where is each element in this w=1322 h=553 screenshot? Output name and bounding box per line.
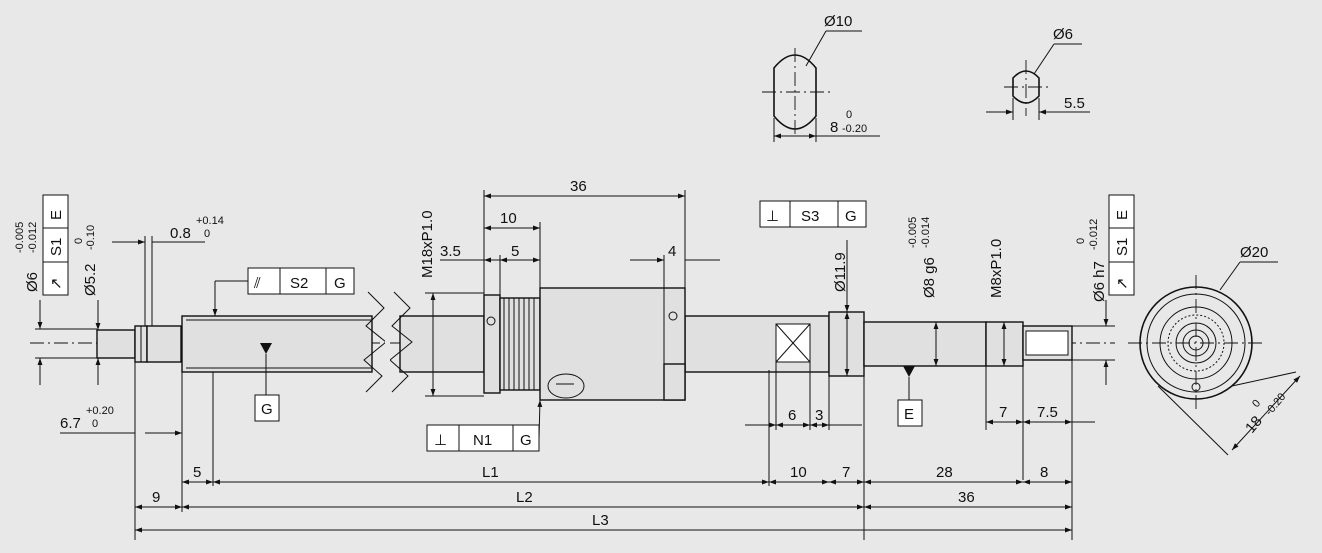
shaft-fcf-frame bbox=[247, 267, 355, 295]
detail-flat-10: Ø10 8 0 -0.20 bbox=[762, 13, 880, 142]
detail-small-6: Ø6 5.5 bbox=[986, 26, 1090, 120]
flat-tol-upper: 0 bbox=[846, 109, 852, 121]
end-view-diameter-label: Ø20 bbox=[1240, 244, 1268, 261]
right-datum-frame bbox=[897, 399, 923, 427]
left-end: Ø6 -0.005 -0.012 E S1 ↗ Ø5.2 0 -0.10 0.8… bbox=[14, 194, 224, 540]
left-diameter-label: Ø6 bbox=[24, 272, 41, 292]
end-fcf-symbol: ↗ bbox=[1114, 277, 1131, 290]
groove-tol-upper: 0 bbox=[73, 238, 85, 244]
shaft-datum-label: G bbox=[261, 401, 273, 418]
end-fcf-zone: S1 bbox=[1114, 238, 1131, 256]
bearing-tol-lower: -0.014 bbox=[920, 217, 932, 248]
nut-flange-length-label: 10 bbox=[500, 210, 517, 227]
flat-width-label: 8 bbox=[830, 119, 838, 136]
end-tol-upper: 0 bbox=[1075, 238, 1087, 244]
bearing-journal bbox=[863, 321, 987, 367]
shaft-fcf-zone: S2 bbox=[290, 275, 308, 292]
groove-tol-lower: -0.10 bbox=[85, 225, 97, 250]
small-profile bbox=[1012, 70, 1040, 104]
collar-diameter-label: Ø11.9 bbox=[832, 252, 849, 292]
dim-L2-label: L2 bbox=[516, 489, 533, 506]
left-fcf-zone: S1 bbox=[48, 238, 65, 256]
right-thread-label: M8xP1.0 bbox=[988, 239, 1005, 298]
right-fcf-symbol: ⊥ bbox=[766, 208, 779, 225]
end-journal bbox=[96, 329, 136, 359]
end-fcf-datum: E bbox=[1114, 210, 1131, 220]
nut-fcf-datum: G bbox=[520, 432, 532, 449]
groove-width-tol-upper: +0.14 bbox=[196, 215, 224, 227]
right-fcf-zone: S3 bbox=[801, 208, 819, 225]
dim-8-label: 8 bbox=[1040, 464, 1048, 481]
end-view-flat-tol-lower: -0.20 bbox=[1263, 391, 1288, 418]
ball-nut: M18xP1.0 36 10 5 3.5 4 ⊥ N1 G bbox=[419, 178, 720, 452]
groove-width-label: 0.8 bbox=[170, 225, 191, 242]
groove-diameter-label: Ø5.2 bbox=[82, 263, 99, 296]
nut-body bbox=[539, 287, 686, 401]
bottom-dimensions: 5 L1 10 7 28 8 9 L2 36 L3 bbox=[135, 370, 1072, 540]
dim-L3-label: L3 bbox=[592, 512, 609, 529]
small-diameter-label: Ø6 bbox=[1053, 26, 1073, 43]
nut-length-label: 36 bbox=[570, 178, 587, 195]
screw-shaft: ⫽ S2 G G bbox=[181, 267, 830, 422]
shaft-fcf-datum: G bbox=[334, 275, 346, 292]
end-view-outer bbox=[1139, 286, 1253, 400]
dim-36-label: 36 bbox=[958, 489, 975, 506]
dim-10-label: 10 bbox=[790, 464, 807, 481]
flat-tol-lower: -0.20 bbox=[842, 123, 867, 135]
nut-fcf-frame bbox=[426, 424, 540, 452]
left-fcf-frame bbox=[42, 194, 69, 296]
end-view-flat-tol-upper: 0 bbox=[1250, 398, 1263, 410]
groove-width-tol-lower: 0 bbox=[204, 228, 210, 240]
dim-7-label: 7 bbox=[999, 404, 1007, 421]
nut-hole-pos-label: 4 bbox=[668, 243, 676, 260]
end-fcf-frame bbox=[1108, 194, 1135, 296]
shaft-fcf-symbol: ⫽ bbox=[253, 275, 261, 292]
dim-3-label: 3 bbox=[815, 407, 823, 424]
dim-6-label: 6 bbox=[788, 407, 796, 424]
dim-9-label: 9 bbox=[152, 489, 160, 506]
small-flat-label: 5.5 bbox=[1064, 95, 1085, 112]
flat-profile bbox=[773, 54, 817, 130]
end-view: Ø20 18 0 -0.20 bbox=[1128, 244, 1301, 456]
right-fcf-datum: G bbox=[845, 208, 857, 225]
end-tol-lower: -0.012 bbox=[1088, 219, 1100, 250]
right-datum-label: E bbox=[904, 406, 914, 423]
bearing-tol-upper: -0.005 bbox=[907, 217, 919, 248]
right-fcf-frame bbox=[759, 200, 867, 228]
dim-28-label: 28 bbox=[936, 464, 953, 481]
dim-5-label: 5 bbox=[193, 464, 201, 481]
left-diameter-tol-upper: -0.005 bbox=[14, 222, 26, 253]
nut-fcf-symbol: ⊥ bbox=[434, 432, 447, 449]
left-fcf-datum: E bbox=[48, 210, 65, 220]
groove-pos-tol-lower: 0 bbox=[92, 418, 98, 430]
nut-fcf-zone: N1 bbox=[473, 432, 492, 449]
dim-L1-label: L1 bbox=[482, 464, 499, 481]
bearing-diameter-label: Ø8 g6 bbox=[921, 257, 938, 298]
nut-flange bbox=[483, 294, 501, 394]
left-fcf-symbol: ↗ bbox=[48, 277, 65, 290]
groove-pos-label: 6.7 bbox=[60, 415, 81, 432]
flat-diameter-label: Ø10 bbox=[824, 13, 852, 30]
nut-thread-length-label: 5 bbox=[511, 243, 519, 260]
nut-thread-label: M18xP1.0 bbox=[419, 210, 436, 278]
nut-chamfer-label: 3.5 bbox=[440, 243, 461, 260]
groove-pos-tol-upper: +0.20 bbox=[86, 405, 114, 417]
shaft-datum-frame bbox=[254, 394, 280, 422]
left-diameter-tol-lower: -0.012 bbox=[27, 222, 39, 253]
dim-7-5-label: 7.5 bbox=[1037, 404, 1058, 421]
end-diameter-label: Ø6 h7 bbox=[1091, 261, 1108, 302]
dim-7-bottom-label: 7 bbox=[842, 464, 850, 481]
right-end: ⊥ S3 G Ø11.9 Ø8 g6 -0.005 -0.014 M8xP1.0… bbox=[745, 194, 1135, 540]
